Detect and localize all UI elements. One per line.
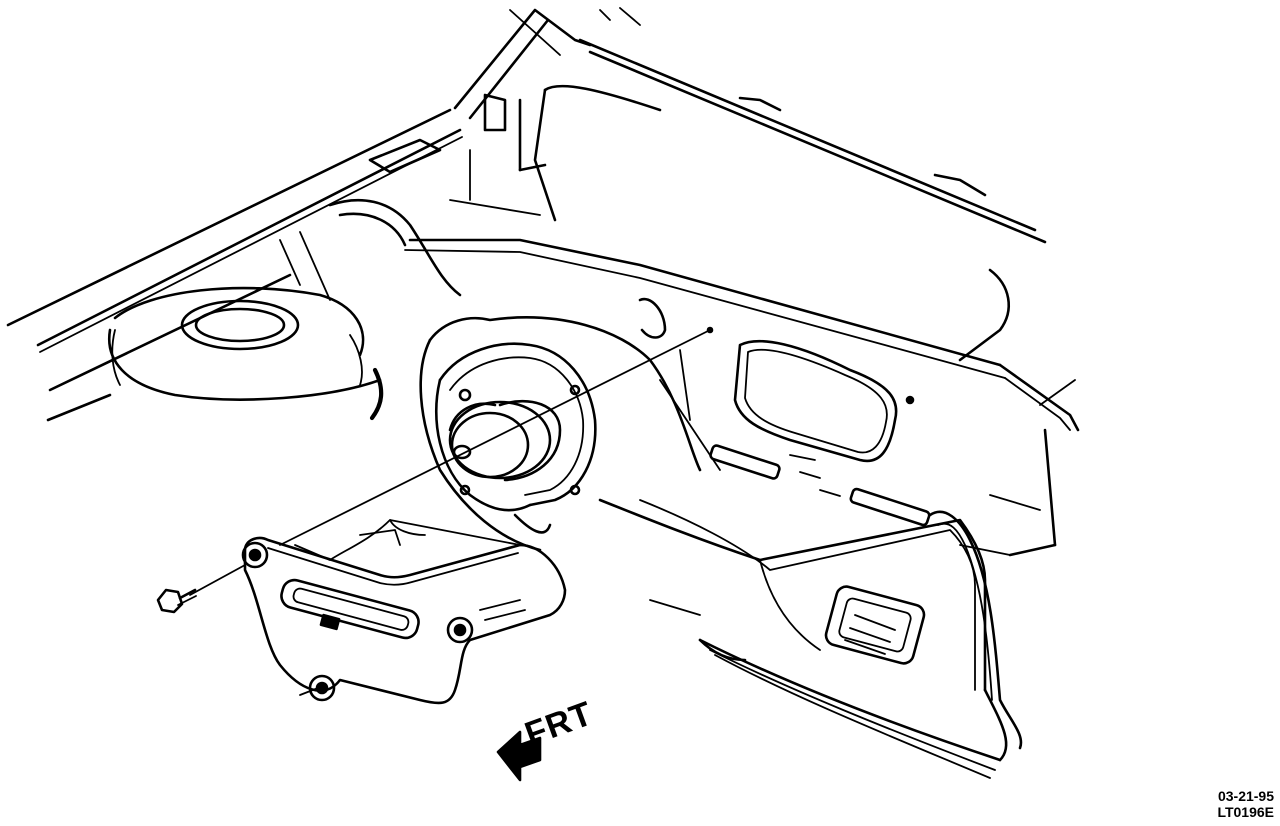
figure-number: LT0196E	[1217, 804, 1274, 820]
speaker-enclosure	[419, 316, 702, 552]
mounting-screw-icon	[156, 588, 197, 614]
quarter-trim-edge	[928, 510, 1023, 750]
lower-trim-panel	[598, 498, 1008, 779]
figure-date: 03-21-95	[1217, 788, 1274, 804]
wheelhouse-cutout	[638, 297, 931, 527]
spare-tire-well	[107, 286, 384, 421]
speaker-magnet	[448, 399, 562, 482]
speaker-bracket	[241, 519, 567, 705]
figure-code-block: 03-21-95 LT0196E	[1217, 788, 1274, 820]
arrow-left-down-icon	[496, 730, 542, 782]
upper-body-panel	[453, 7, 1047, 244]
trunk-floor-outline	[6, 108, 463, 422]
wheelhouse-panel	[328, 198, 1080, 557]
